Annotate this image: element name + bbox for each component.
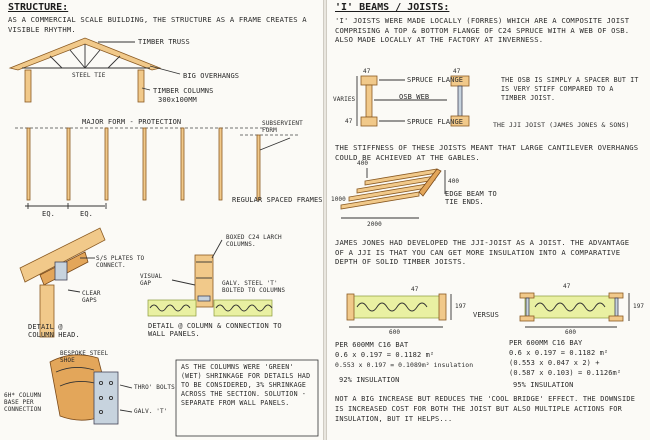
label-galv-t: GALV. 'T' <box>134 408 168 415</box>
i-joist-section-sketch <box>356 75 470 127</box>
column-panel-sketch <box>147 239 273 317</box>
label-thru-bolts: THRO' BOLTS <box>134 384 175 391</box>
calc-right-line2: 0.6 x 0.197 = 0.1182 m² <box>509 349 609 357</box>
calc-right-result: 95% INSULATION <box>513 381 574 389</box>
left-page: STRUCTURE: AS A COMMERCIAL SCALE BUILDIN… <box>0 0 324 440</box>
label-column-base: 6H* COLUMN BASE PER CONNECTION <box>4 392 42 413</box>
label-column-size: 300x100MM <box>158 96 197 104</box>
joist-dim-mid: 47 <box>453 68 461 75</box>
compare-left-bottom-dim: 600 <box>389 329 401 336</box>
ibeams-intro: 'I' JOISTS WERE MADE LOCALLY (FORRES) WH… <box>335 16 630 44</box>
column-head-sketch <box>19 227 106 338</box>
label-versus: VERSUS <box>473 311 499 319</box>
label-eq-2: EQ. <box>80 210 93 218</box>
structure-heading: STRUCTURE: <box>8 2 69 13</box>
osb-note: THE OSB IS SIMPLY A SPACER BUT IT IS VER… <box>501 76 639 102</box>
ibeams-heading: 'I' BEAMS / JOISTS: <box>335 2 450 13</box>
label-larch-columns: BOXED C24 LARCH COLUMNS. <box>226 234 282 248</box>
joist-varies: VARIES <box>333 96 356 103</box>
label-detail-column-head: DETAIL @ COLUMN HEAD. <box>28 323 80 339</box>
label-osb-web: OSB WEB <box>399 93 430 101</box>
label-steel-tie: STEEL TIE <box>72 72 106 79</box>
label-clear-gaps: CLEAR GAPS <box>82 290 101 304</box>
label-ss-plates: S/S PLATES TO CONNECT. <box>96 255 145 269</box>
label-regular-frames: REGULAR SPACED FRAMES <box>232 196 323 204</box>
calc-right-line3: (0.553 x 0.047 x 2) + <box>509 359 600 367</box>
calc-left-line1: PER 600MM C16 BAT <box>335 341 409 349</box>
cantilever-dim-left: 1000 <box>331 196 346 203</box>
jji-title: THE JJI JOIST (JAMES JONES & SONS) <box>493 121 630 129</box>
jji-paragraph: JAMES JONES HAD DEVELOPED THE JJI-JOIST … <box>335 238 630 266</box>
timber-truss-sketch <box>8 37 181 103</box>
compare-left-side-dim: 197 <box>455 303 467 310</box>
label-eq-1: EQ. <box>42 210 55 218</box>
label-edge-beam: EDGE BEAM TO TIE ENDS. <box>445 190 497 206</box>
label-visual-gap: VISUAL GAP <box>140 273 163 287</box>
calc-right-line4: (0.587 x 0.103) = 0.1126m² <box>509 369 622 377</box>
calc-left-line2: 0.6 x 0.197 = 0.1182 m² <box>335 351 435 359</box>
calc-left-line3: 0.553 x 0.197 = 0.1089m² insulation <box>335 361 474 369</box>
i-joist-insulation-sketch <box>519 292 630 328</box>
joist-dim-bottom: 47 <box>345 118 353 125</box>
frame-elevation-sketch <box>15 127 300 209</box>
cantilever-sketch <box>340 168 446 219</box>
label-subservient-form: SUBSERVIENT FORM <box>262 120 303 134</box>
shrinkage-note-box <box>175 359 319 437</box>
compare-right-bottom-dim: 600 <box>565 329 577 336</box>
compare-left-top-dim: 47 <box>411 286 419 293</box>
joist-dim-top: 47 <box>363 68 371 75</box>
right-page: 'I' BEAMS / JOISTS: 'I' JOISTS WERE MADE… <box>326 0 650 440</box>
label-bespoke-shoe: BESPOKE STEEL SHOE <box>60 350 109 364</box>
label-detail-wall-panels: DETAIL @ COLUMN & CONNECTION TO WALL PAN… <box>148 322 282 338</box>
cantilever-dim-top: 400 <box>357 160 369 167</box>
cantilever-dim-bottom: 2000 <box>367 221 382 228</box>
label-timber-columns: TIMBER COLUMNS <box>153 87 214 95</box>
compare-right-side-dim: 197 <box>633 303 645 310</box>
left-page-drawings <box>8 37 319 437</box>
column-base-sketch <box>49 354 133 425</box>
label-timber-truss: TIMBER TRUSS <box>138 38 190 46</box>
conclusion-note: NOT A BIG INCREASE BUT REDUCES THE 'COOL… <box>335 395 636 423</box>
label-major-form: MAJOR FORM - PROTECTION <box>82 118 182 126</box>
label-spruce-flange-bottom: SPRUCE FLANGE <box>407 118 464 126</box>
label-big-overhangs: BIG OVERHANGS <box>183 72 240 80</box>
label-spruce-flange-top: SPRUCE FLANGE <box>407 76 464 84</box>
compare-right-top-dim: 47 <box>563 283 571 290</box>
calc-right-line1: PER 600MM C16 BAY <box>509 339 583 347</box>
structure-intro: AS A COMMERCIAL SCALE BUILDING, THE STRU… <box>8 15 307 34</box>
cantilever-dim-side: 400 <box>448 178 460 185</box>
right-page-drawings <box>340 75 630 328</box>
solid-joist-insulation-sketch <box>346 293 452 328</box>
calc-left-result: 92% INSULATION <box>339 376 400 384</box>
shrinkage-note: AS THE COLUMNS WERE 'GREEN' (WET) SHRINK… <box>181 363 311 407</box>
label-galv-tee: GALV. STEEL 'T' BOLTED TO COLUMNS <box>222 280 286 294</box>
stiffness-note: THE STIFFNESS OF THESE JOISTS MEANT THAT… <box>335 143 639 162</box>
